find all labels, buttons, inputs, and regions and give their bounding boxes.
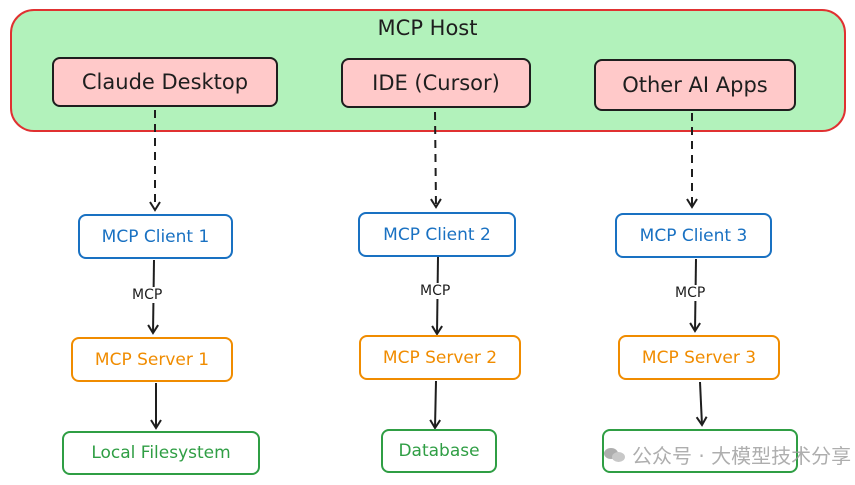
wechat-icon [604,446,626,464]
app-other-ai-apps: Other AI Apps [594,59,796,111]
watermark: 公众号 · 大模型技术分享 [604,440,851,469]
mcp-client-1: MCP Client 1 [78,214,233,259]
resource-local-filesystem: Local Filesystem [62,431,260,475]
mcp-server-2: MCP Server 2 [359,335,521,380]
mcp-client-3: MCP Client 3 [615,213,772,258]
resource-database: Database [381,429,497,473]
mcp-server-1: MCP Server 1 [71,337,233,382]
resource-3 [602,429,798,473]
solid-arrow-server-resource-3 [695,381,708,427]
app-ide-cursor: IDE (Cursor) [341,58,531,108]
protocol-label-3: MCP [673,285,708,301]
watermark-text: 公众号 · 大模型技术分享 [632,444,852,468]
app-claude-desktop: Claude Desktop [52,57,278,107]
mcp-client-2: MCP Client 2 [358,212,516,257]
protocol-label-1: MCP [130,287,165,303]
mcp-server-3: MCP Server 3 [618,335,780,380]
protocol-label-2: MCP [418,283,453,299]
dashed-arrow-2 [430,111,442,209]
solid-arrow-server-resource-2 [429,380,442,430]
mcp-host-title: MCP Host [377,16,478,40]
